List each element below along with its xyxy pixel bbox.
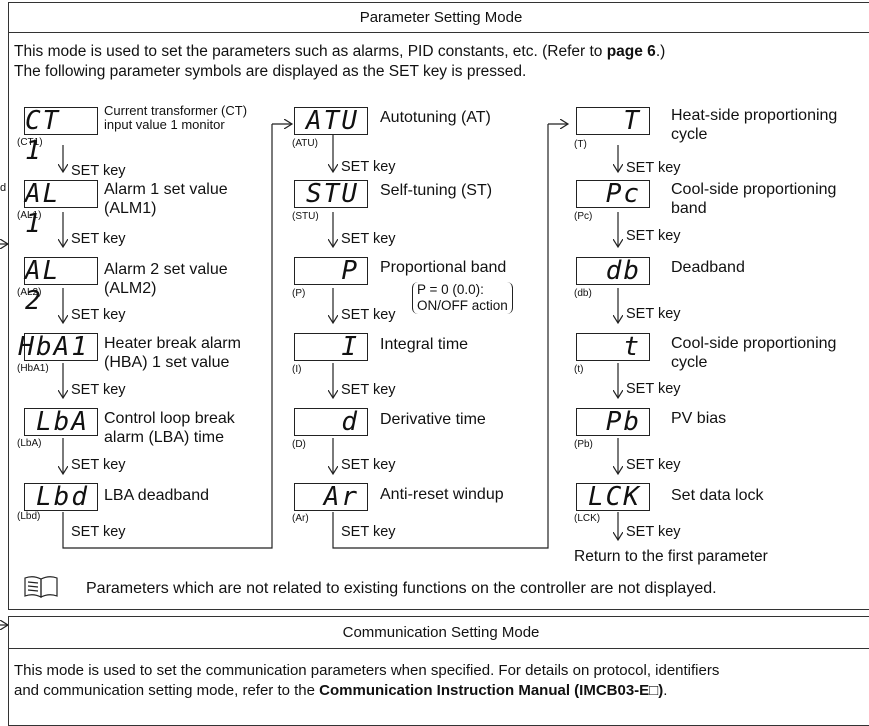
set-key-label: SET key [626, 160, 681, 176]
set-key-label: SET key [71, 382, 126, 398]
display-al1: AL 1 [24, 179, 98, 239]
code-i: (I) [292, 364, 302, 375]
code-hba1: (HbA1) [17, 363, 49, 374]
desc-ct1: Current transformer (CT) input value 1 m… [104, 103, 248, 132]
display-d: d [294, 407, 368, 437]
parameter-setting-section: Parameter Setting Mode [8, 2, 869, 610]
desc-atu: Autotuning (AT) [380, 109, 491, 126]
page-reference: page 6 [606, 43, 656, 60]
communication-line2: and communication setting mode, refer to… [14, 681, 667, 700]
desc-lck: Set data lock [671, 487, 764, 504]
unrelated-parameters-note: Parameters which are not related to exis… [86, 580, 717, 597]
set-key-label: SET key [71, 307, 126, 323]
set-key-label: SET key [71, 457, 126, 473]
set-key-label: SET key [341, 231, 396, 247]
p-note-line1: P = 0 (0.0): [417, 282, 484, 297]
display-lck: LCK [576, 482, 650, 512]
code-t: (T) [574, 139, 587, 150]
communication-text-post: . [663, 682, 668, 699]
desc-hba1: Heater break alarm (HBA) 1 set value [104, 335, 241, 371]
desc-pb: PV bias [671, 410, 727, 427]
display-stu: STU [294, 179, 368, 209]
display-pc: Pc [576, 179, 650, 209]
set-key-label: SET key [341, 382, 396, 398]
communication-title-divider [8, 648, 869, 649]
display-hba1: HbA1 [18, 332, 98, 362]
code-t-cool: (t) [574, 364, 584, 375]
desc-db: Deadband [671, 259, 745, 276]
code-al1: (AL1) [17, 210, 42, 221]
desc-stu: Self-tuning (ST) [380, 182, 493, 199]
set-key-label: SET key [341, 159, 396, 175]
desc-pc: Cool-side proportioning band [671, 181, 837, 217]
desc-al1: Alarm 1 set value (ALM1) [104, 181, 228, 217]
desc-t: Heat-side proportioning cycle [671, 107, 838, 143]
code-d: (D) [292, 439, 306, 450]
code-pc: (Pc) [574, 211, 593, 222]
code-ar: (Ar) [292, 513, 309, 524]
set-key-label: SET key [341, 307, 396, 323]
desc-ar: Anti-reset windup [380, 486, 504, 503]
parameter-intro-line2: The following parameter symbols are disp… [14, 63, 527, 80]
display-i: I [294, 332, 368, 362]
desc-al2: Alarm 2 set value (ALM2) [104, 261, 228, 297]
set-key-label: SET key [626, 306, 681, 322]
code-lba: (LbA) [17, 438, 42, 449]
set-key-label: SET key [341, 524, 396, 540]
code-ct1: (CT1) [17, 137, 43, 148]
set-key-label: SET key [71, 524, 126, 540]
set-key-label: SET key [341, 457, 396, 473]
desc-t-cool: Cool-side proportioning cycle [671, 335, 837, 371]
parameter-setting-title: Parameter Setting Mode [359, 9, 523, 26]
desc-lbd: LBA deadband [104, 487, 209, 504]
display-lba: LbA [24, 407, 98, 437]
code-atu: (ATU) [292, 138, 318, 149]
manual-reference: Communication Instruction Manual (IMCB03… [319, 682, 664, 699]
intro-text-post: .) [655, 43, 666, 60]
set-key-label: SET key [71, 163, 126, 179]
code-pb: (Pb) [574, 439, 593, 450]
return-to-first-text: Return to the first parameter [574, 548, 768, 565]
display-lbd: Lbd [24, 482, 98, 512]
margin-fragment: d [0, 182, 7, 194]
display-db: db [576, 256, 650, 286]
p-onoff-note: P = 0 (0.0): ON/OFF action [412, 282, 513, 314]
display-ar: Ar [294, 482, 368, 512]
code-p: (P) [292, 288, 306, 299]
communication-line1: This mode is used to set the communicati… [14, 662, 720, 679]
intro-text-pre: This mode is used to set the parameters … [14, 43, 607, 60]
desc-i: Integral time [380, 336, 469, 353]
display-p: P [294, 256, 368, 286]
communication-setting-title: Communication Setting Mode [342, 624, 540, 641]
code-lbd: (Lbd) [17, 511, 41, 522]
display-ct1: CT 1 [24, 106, 98, 166]
set-key-label: SET key [626, 228, 681, 244]
book-icon [24, 576, 58, 598]
display-t-cool: t [576, 332, 650, 362]
display-al2: AL 2 [24, 256, 98, 316]
display-atu: ATU [294, 106, 368, 136]
parameter-intro-line1: This mode is used to set the parameters … [14, 42, 665, 61]
p-note-line2: ON/OFF action [417, 298, 508, 313]
display-pb: Pb [576, 407, 650, 437]
parameter-title-divider [8, 32, 869, 33]
code-al2: (AL2) [17, 287, 42, 298]
set-key-label: SET key [71, 231, 126, 247]
display-t: T [576, 106, 650, 136]
set-key-label: SET key [626, 381, 681, 397]
set-key-label: SET key [626, 524, 681, 540]
desc-lba: Control loop break alarm (LBA) time [104, 410, 235, 446]
communication-text-pre: and communication setting mode, refer to… [14, 682, 320, 699]
desc-d: Derivative time [380, 411, 486, 428]
code-db: (db) [574, 288, 592, 299]
set-key-label: SET key [626, 457, 681, 473]
desc-p: Proportional band [380, 259, 507, 276]
code-lck: (LCK) [574, 513, 601, 524]
code-stu: (STU) [292, 211, 319, 222]
